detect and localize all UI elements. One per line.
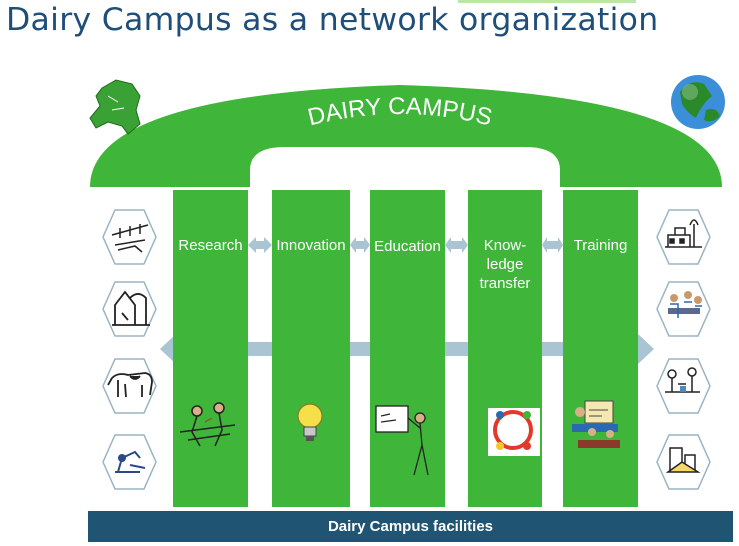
pillar-label-training: Training <box>573 237 628 254</box>
pillar-label-education: Education <box>374 238 441 255</box>
page-title: Dairy Campus as a network organization <box>6 2 659 38</box>
arch-roof <box>90 85 722 187</box>
classroom-icon <box>572 400 620 448</box>
left-hexagons <box>102 209 157 490</box>
right-arrow <box>638 334 654 364</box>
pillar-education <box>370 190 445 507</box>
factory-icon <box>665 219 702 248</box>
globe-icon <box>671 75 725 129</box>
pillar-label-knowledge-transfer: Know- ledge transfer <box>479 237 531 292</box>
silo-icon <box>112 290 150 326</box>
group-meeting-icon <box>668 291 702 318</box>
netherlands-map-icon <box>89 79 141 135</box>
left-arrow <box>160 334 176 364</box>
footer-label: Dairy Campus facilities <box>327 518 494 535</box>
pillar-label-innovation: Innovation <box>276 237 346 254</box>
pillar-training <box>563 190 638 507</box>
double-arrow <box>248 237 563 253</box>
teacher-board-icon <box>375 405 429 476</box>
footer-bar <box>88 511 733 542</box>
pillar-innovation <box>272 190 350 507</box>
barn-farm-icon <box>111 224 149 253</box>
title-highlight <box>458 0 636 3</box>
lightbulb-icon <box>297 403 323 441</box>
people-working-icon <box>179 402 236 447</box>
lab-people-icon <box>665 367 700 393</box>
pillar-label-research: Research <box>178 237 243 254</box>
cow-icon <box>107 372 153 398</box>
pillar-research <box>173 190 248 507</box>
right-hexagons <box>656 209 711 490</box>
robot-arm-icon <box>115 450 146 473</box>
dairy-products-icon <box>665 447 701 473</box>
people-circle-icon <box>488 408 540 456</box>
